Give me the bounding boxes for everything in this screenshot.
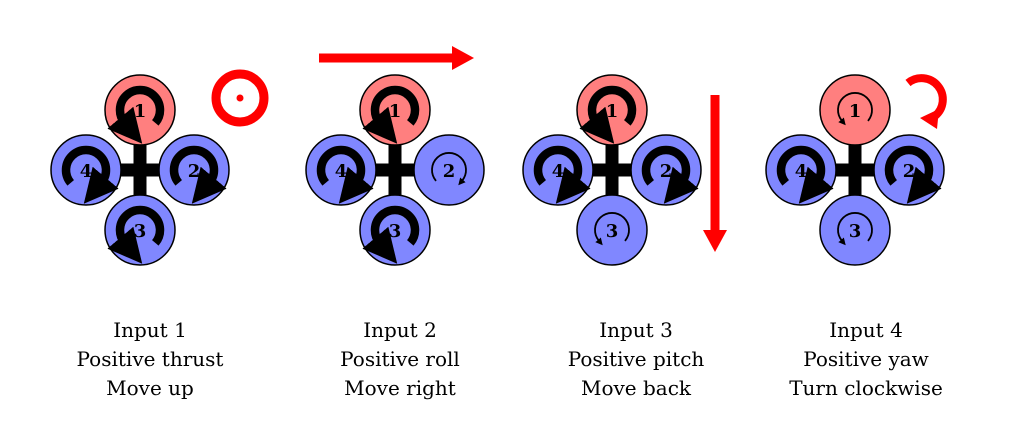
- rotor-2-spin-arrow: [169, 145, 227, 204]
- rotor-3: [576, 194, 648, 266]
- rotor-3-spin-arrow: [594, 212, 630, 246]
- rotor-3-label: 3: [134, 221, 147, 242]
- rotor-2-label: 2: [660, 161, 673, 182]
- panel-3-caption: Input 3 Positive pitch Move back: [516, 316, 756, 403]
- panel-2-quadrotor: 1 2 3 4: [305, 74, 485, 266]
- rotor-1-label: 1: [389, 101, 402, 122]
- rotor-4-spin-arrow: [533, 145, 591, 204]
- panel-1-caption: Input 1 Positive thrust Move up: [30, 316, 270, 403]
- rotor-1-spin-arrow: [579, 85, 637, 144]
- rotor-3-spin-arrow: [362, 205, 420, 264]
- panel-1-quadrotor: 1 2 3 4: [50, 74, 230, 266]
- rotor-2-spin-arrow: [884, 145, 942, 204]
- arrow-right-icon: [319, 46, 474, 70]
- panel-3-title: Input 3: [599, 318, 673, 342]
- rotor-4-label: 4: [335, 161, 348, 182]
- panel-4-quadrotor: 1 2 3 4: [765, 74, 945, 266]
- panel-4-effect: Positive yaw: [803, 347, 929, 371]
- rotor-4-spin-arrow: [316, 145, 374, 204]
- rotor-1-label: 1: [134, 101, 147, 122]
- rotor-3: [819, 194, 891, 266]
- rotor-4-spin-arrow: [61, 145, 119, 204]
- rotor-2-label: 2: [443, 161, 456, 182]
- rotor-2-spin-arrow: [431, 152, 467, 186]
- rotor-1-label: 1: [606, 101, 619, 122]
- rotor-4-spin-arrow: [776, 145, 834, 204]
- out-of-page-dot: [236, 94, 244, 102]
- yaw-arrow-head: [920, 109, 939, 129]
- panel-1-motion: Move up: [106, 376, 194, 400]
- rotor-3-spin-arrow: [107, 205, 165, 264]
- rotor-1: [819, 74, 891, 146]
- rotor-1-label: 1: [849, 101, 862, 122]
- clockwise-rotation-icon: [905, 74, 947, 129]
- rotor-2: [413, 134, 485, 206]
- rotor-3-label: 3: [606, 221, 619, 242]
- rotor-2-label: 2: [188, 161, 201, 182]
- rotor-3-spin-arrow: [837, 212, 873, 246]
- rotor-3-label: 3: [389, 221, 402, 242]
- panel-2-title: Input 2: [363, 318, 437, 342]
- yaw-arrow-arc: [905, 74, 947, 120]
- rotor-4-label: 4: [80, 161, 93, 182]
- panel-3-effect: Positive pitch: [567, 347, 705, 371]
- rotor-2-label: 2: [903, 161, 916, 182]
- rotor-4-label: 4: [552, 161, 565, 182]
- arrow-down-icon: [703, 95, 727, 252]
- rotor-1-spin-arrow: [107, 85, 165, 144]
- panel-2-effect: Positive roll: [340, 347, 460, 371]
- rotor-1-spin-arrow: [362, 85, 420, 144]
- arrow-down-head: [703, 230, 727, 252]
- panel-1-title: Input 1: [113, 318, 187, 342]
- up-out-of-page-icon: [211, 69, 269, 127]
- rotor-1-spin-arrow: [837, 92, 873, 126]
- rotor-3-label: 3: [849, 221, 862, 242]
- panel-3-quadrotor: 1 2 3 4: [522, 74, 702, 266]
- panel-3-motion: Move back: [580, 376, 692, 400]
- panel-2-caption: Input 2 Positive roll Move right: [280, 316, 520, 403]
- panel-2-motion: Move right: [344, 376, 456, 400]
- panel-1-effect: Positive thrust: [76, 347, 224, 371]
- panel-4-motion: Turn clockwise: [789, 376, 943, 400]
- arrow-right-head: [452, 46, 474, 70]
- rotor-4-label: 4: [795, 161, 808, 182]
- rotor-2-spin-arrow: [641, 145, 699, 204]
- panel-4-caption: Input 4 Positive yaw Turn clockwise: [746, 316, 986, 403]
- panel-4-title: Input 4: [829, 318, 903, 342]
